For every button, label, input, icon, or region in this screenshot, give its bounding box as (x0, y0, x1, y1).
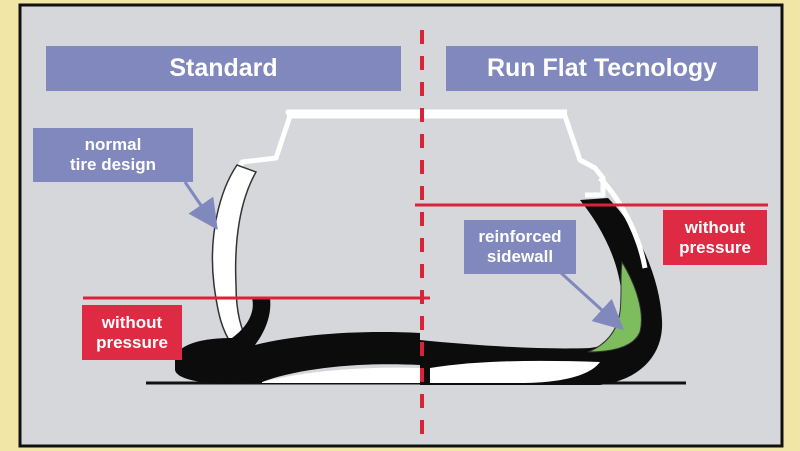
runflat-title: Run Flat Tecnology (446, 46, 758, 91)
reinforcement-insert (587, 260, 642, 353)
standard-title: Standard (46, 46, 401, 91)
reinforced-sidewall-arrow (558, 270, 624, 331)
standard-tire-tread (175, 298, 420, 384)
reinforced-sidewall-callout: reinforced sidewall (464, 220, 576, 274)
runflat-tire-contact (430, 360, 600, 383)
standard-without-pressure-label: without pressure (82, 305, 182, 360)
normal-tire-design-callout: normal tire design (33, 128, 193, 182)
standard-tire-contact (262, 367, 420, 383)
runflat-without-pressure-label: without pressure (663, 210, 767, 265)
runflat-tire-outline (598, 176, 648, 269)
normal-tire-arrow (183, 181, 218, 230)
